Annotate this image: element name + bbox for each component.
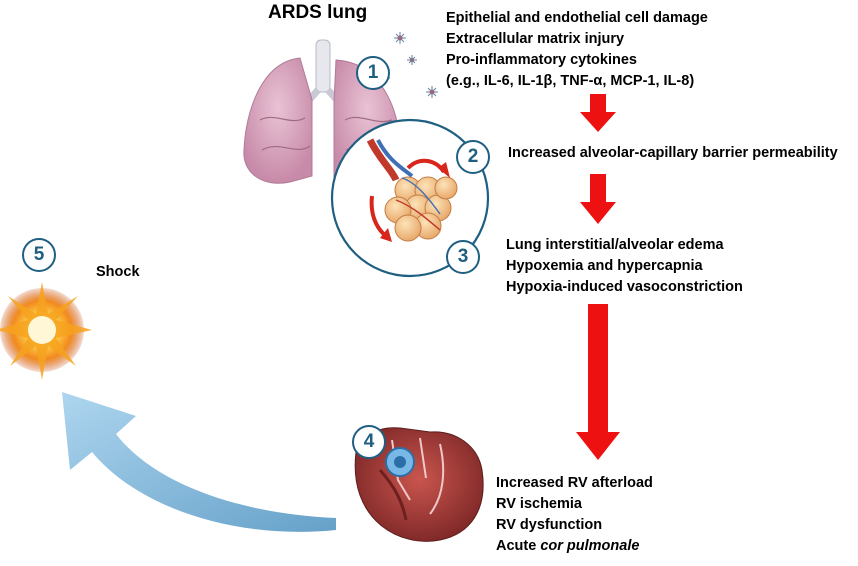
step-2-number: 2 — [456, 140, 490, 174]
diagram-title: ARDS lung — [268, 2, 368, 23]
step-1-line: Epithelial and endothelial cell damage — [446, 10, 708, 26]
step-3-number: 3 — [446, 240, 480, 274]
alveoli-icon — [330, 118, 490, 278]
step-5-line: Shock — [96, 264, 140, 280]
step-1-number: 1 — [356, 56, 390, 90]
step-4-text: Increased RV afterload RV ischemia RV dy… — [496, 473, 653, 557]
step-4-italic-term: cor pulmonale — [540, 538, 640, 554]
step-2-text: Increased alveolar-capillary barrier per… — [508, 143, 838, 164]
step-1-line: (e.g., IL-6, IL-1β, TNF-α, MCP-1, IL-8) — [446, 73, 695, 89]
step-4-line: RV ischemia — [496, 496, 582, 512]
step-3-line: Lung interstitial/alveolar edema — [506, 237, 724, 253]
step-5-number: 5 — [22, 238, 56, 272]
step-4-line: Increased RV afterload — [496, 475, 653, 491]
step-3-line: Hypoxia-induced vasoconstriction — [506, 279, 743, 295]
step-4-line: RV dysfunction — [496, 517, 603, 533]
step-1-line: Pro-inflammatory cytokines — [446, 52, 637, 68]
step-4-prefix: Acute — [496, 538, 541, 554]
step-4-number: 4 — [352, 425, 386, 459]
step-2-line: Increased alveolar-capillary barrier per… — [508, 145, 838, 161]
heart-illustration — [354, 427, 484, 542]
step-4-line-cor-pulmonale: Acute cor pulmonale — [496, 536, 653, 557]
step-3-text: Lung interstitial/alveolar edema Hypoxem… — [506, 235, 743, 298]
step-1-text: Epithelial and endothelial cell damage E… — [446, 8, 708, 92]
step-3-line: Hypoxemia and hypercapnia — [506, 258, 703, 274]
red-flow-arrows — [576, 94, 620, 460]
step-1-line: Extracellular matrix injury — [446, 31, 625, 47]
explosion-icon — [0, 282, 92, 380]
return-arrow-to-shock — [62, 392, 336, 532]
step-5-text: Shock — [96, 262, 140, 283]
